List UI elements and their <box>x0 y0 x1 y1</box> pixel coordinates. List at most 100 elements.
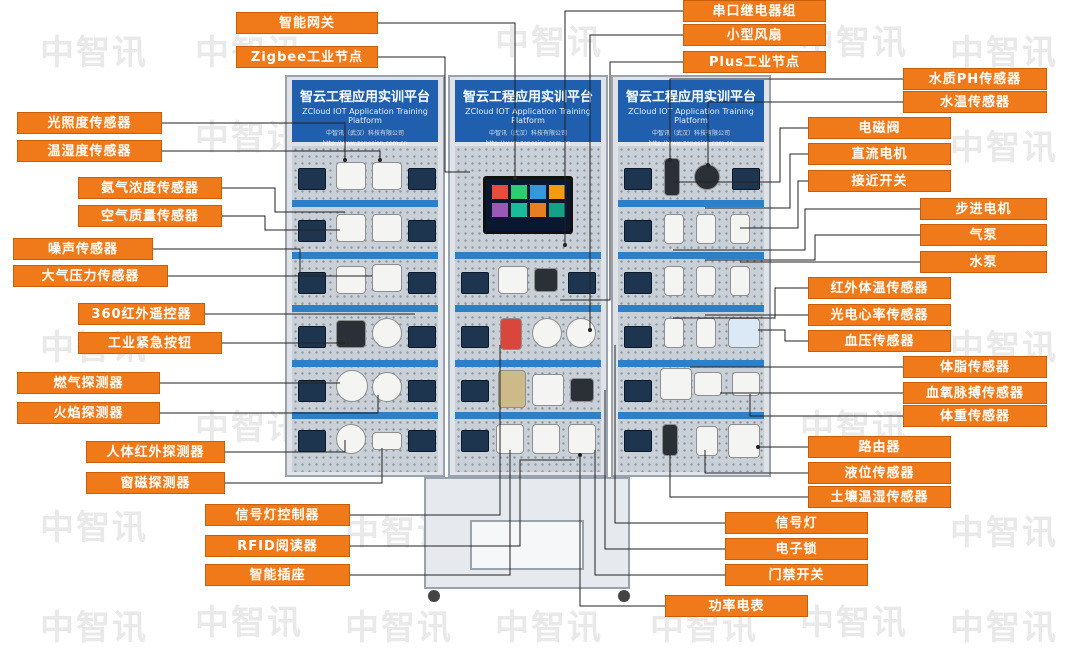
leader-dot <box>706 163 710 167</box>
rail <box>292 252 438 259</box>
leader-line <box>740 180 808 229</box>
panel-header-right: 智云工程应用实训平台 ZCloud IOT Application Traini… <box>618 80 764 147</box>
node-module <box>408 430 436 452</box>
node-module <box>408 272 436 294</box>
label-pressure-sensor: 大气压力传感器 <box>13 265 168 287</box>
rail <box>292 412 438 419</box>
fan-device <box>566 318 596 348</box>
leader-line <box>705 153 808 209</box>
rail <box>292 305 438 312</box>
leader-dot <box>756 445 760 449</box>
panel-title: 智云工程应用实训平台 <box>625 90 756 105</box>
leader-line <box>225 440 346 453</box>
panel-header-middle: 智云工程应用实训平台 ZCloud IOT Application Traini… <box>455 80 601 147</box>
rail <box>292 360 438 367</box>
node-module <box>624 326 652 348</box>
app-tile <box>511 185 527 199</box>
panel-url: http://www.zonesion.com.cn <box>485 140 571 147</box>
dc-motor-device <box>696 214 716 244</box>
lock-device <box>498 370 526 408</box>
soil-sensor-device <box>696 426 718 456</box>
leader-line <box>614 345 725 524</box>
label-light-sensor: 光照度传感器 <box>17 112 162 134</box>
proximity-switch-device <box>730 214 750 244</box>
label-water-temp-sensor: 水温传感器 <box>903 91 1047 113</box>
panel-subtitle: ZCloud IOT Application Training Platform <box>302 107 428 125</box>
leader-line <box>162 122 346 160</box>
label-door-magnet: 窗磁探测器 <box>86 472 225 494</box>
leader-line <box>153 248 301 275</box>
node-module <box>461 326 489 348</box>
label-ph-sensor: 水质PH传感器 <box>903 68 1047 90</box>
leader-line <box>378 22 516 178</box>
node-module <box>461 380 489 402</box>
panel-company: 中智讯（武汉）科技有限公司 <box>325 130 404 137</box>
leader-line <box>704 450 808 474</box>
signal-lamp-device <box>500 318 522 350</box>
relay-device <box>534 268 558 292</box>
label-blood-pressure-sensor: 血压传感器 <box>808 330 951 352</box>
leader-line <box>669 455 808 498</box>
socket-device <box>532 424 560 454</box>
label-smart-gateway: 智能网关 <box>236 12 378 34</box>
plus-node-device <box>498 266 528 294</box>
leader-line <box>669 78 903 160</box>
label-humidity-sensor: 温湿度传感器 <box>17 140 162 162</box>
leader-line <box>222 187 345 213</box>
rfid-reader-device <box>570 378 594 402</box>
leader-line <box>604 390 725 550</box>
label-air-quality-sensor: 空气质量传感器 <box>78 205 222 227</box>
valve-device <box>664 214 684 244</box>
rail <box>455 305 601 312</box>
leader-line <box>564 10 683 245</box>
node-module <box>408 326 436 348</box>
label-ammonia-sensor: 氨气浓度传感器 <box>78 177 222 199</box>
node-module <box>732 168 760 190</box>
rail <box>455 252 601 259</box>
label-weight-sensor: 体重传感器 <box>903 405 1047 427</box>
label-pir-detector: 人体红外探测器 <box>86 441 225 463</box>
leader-line <box>350 459 575 547</box>
leader-dot <box>343 158 347 162</box>
pir-detector-device <box>336 424 366 454</box>
label-noise-sensor: 噪声传感器 <box>13 238 153 260</box>
leader-line <box>222 215 340 231</box>
panel-title: 智云工程应用实训平台 <box>299 90 430 105</box>
label-dc-motor: 直流电机 <box>808 143 951 165</box>
rail <box>455 412 601 419</box>
label-smart-socket: 智能插座 <box>205 564 350 586</box>
app-tile <box>549 185 565 199</box>
leader-dot <box>668 158 672 162</box>
leader-line <box>673 287 808 319</box>
leader-dot <box>378 158 382 162</box>
caster-wheel <box>428 590 440 602</box>
panel-subtitle: ZCloud IOT Application Training Platform <box>628 107 754 125</box>
rail <box>618 305 764 312</box>
rail <box>618 360 764 367</box>
rail <box>618 252 764 259</box>
gas-detector-device <box>336 370 368 402</box>
node-module <box>298 168 326 190</box>
label-solenoid-valve: 电磁阀 <box>808 117 951 139</box>
leader-line <box>378 56 470 173</box>
node-module <box>298 220 326 242</box>
label-gas-detector: 燃气探测器 <box>17 372 160 394</box>
label-small-fan: 小型风扇 <box>683 24 826 46</box>
power-meter-device <box>532 374 564 406</box>
drawer[interactable] <box>470 520 584 570</box>
ph-sensor-device <box>664 158 680 196</box>
label-signal-lamp-controller: 信号灯控制器 <box>205 504 350 526</box>
node-module <box>408 168 436 190</box>
label-oximeter-sensor: 血氧脉搏传感器 <box>903 382 1047 404</box>
leader-line <box>594 450 725 576</box>
rail <box>618 200 764 207</box>
leader-dot <box>578 453 582 457</box>
rail <box>292 200 438 207</box>
label-air-pump: 气泵 <box>920 224 1047 246</box>
leader-line <box>160 395 379 414</box>
app-tile <box>549 203 565 217</box>
node-module <box>624 220 652 242</box>
leader-line <box>162 150 381 160</box>
panel-url: http://www.zonesion.com.cn <box>648 140 734 147</box>
